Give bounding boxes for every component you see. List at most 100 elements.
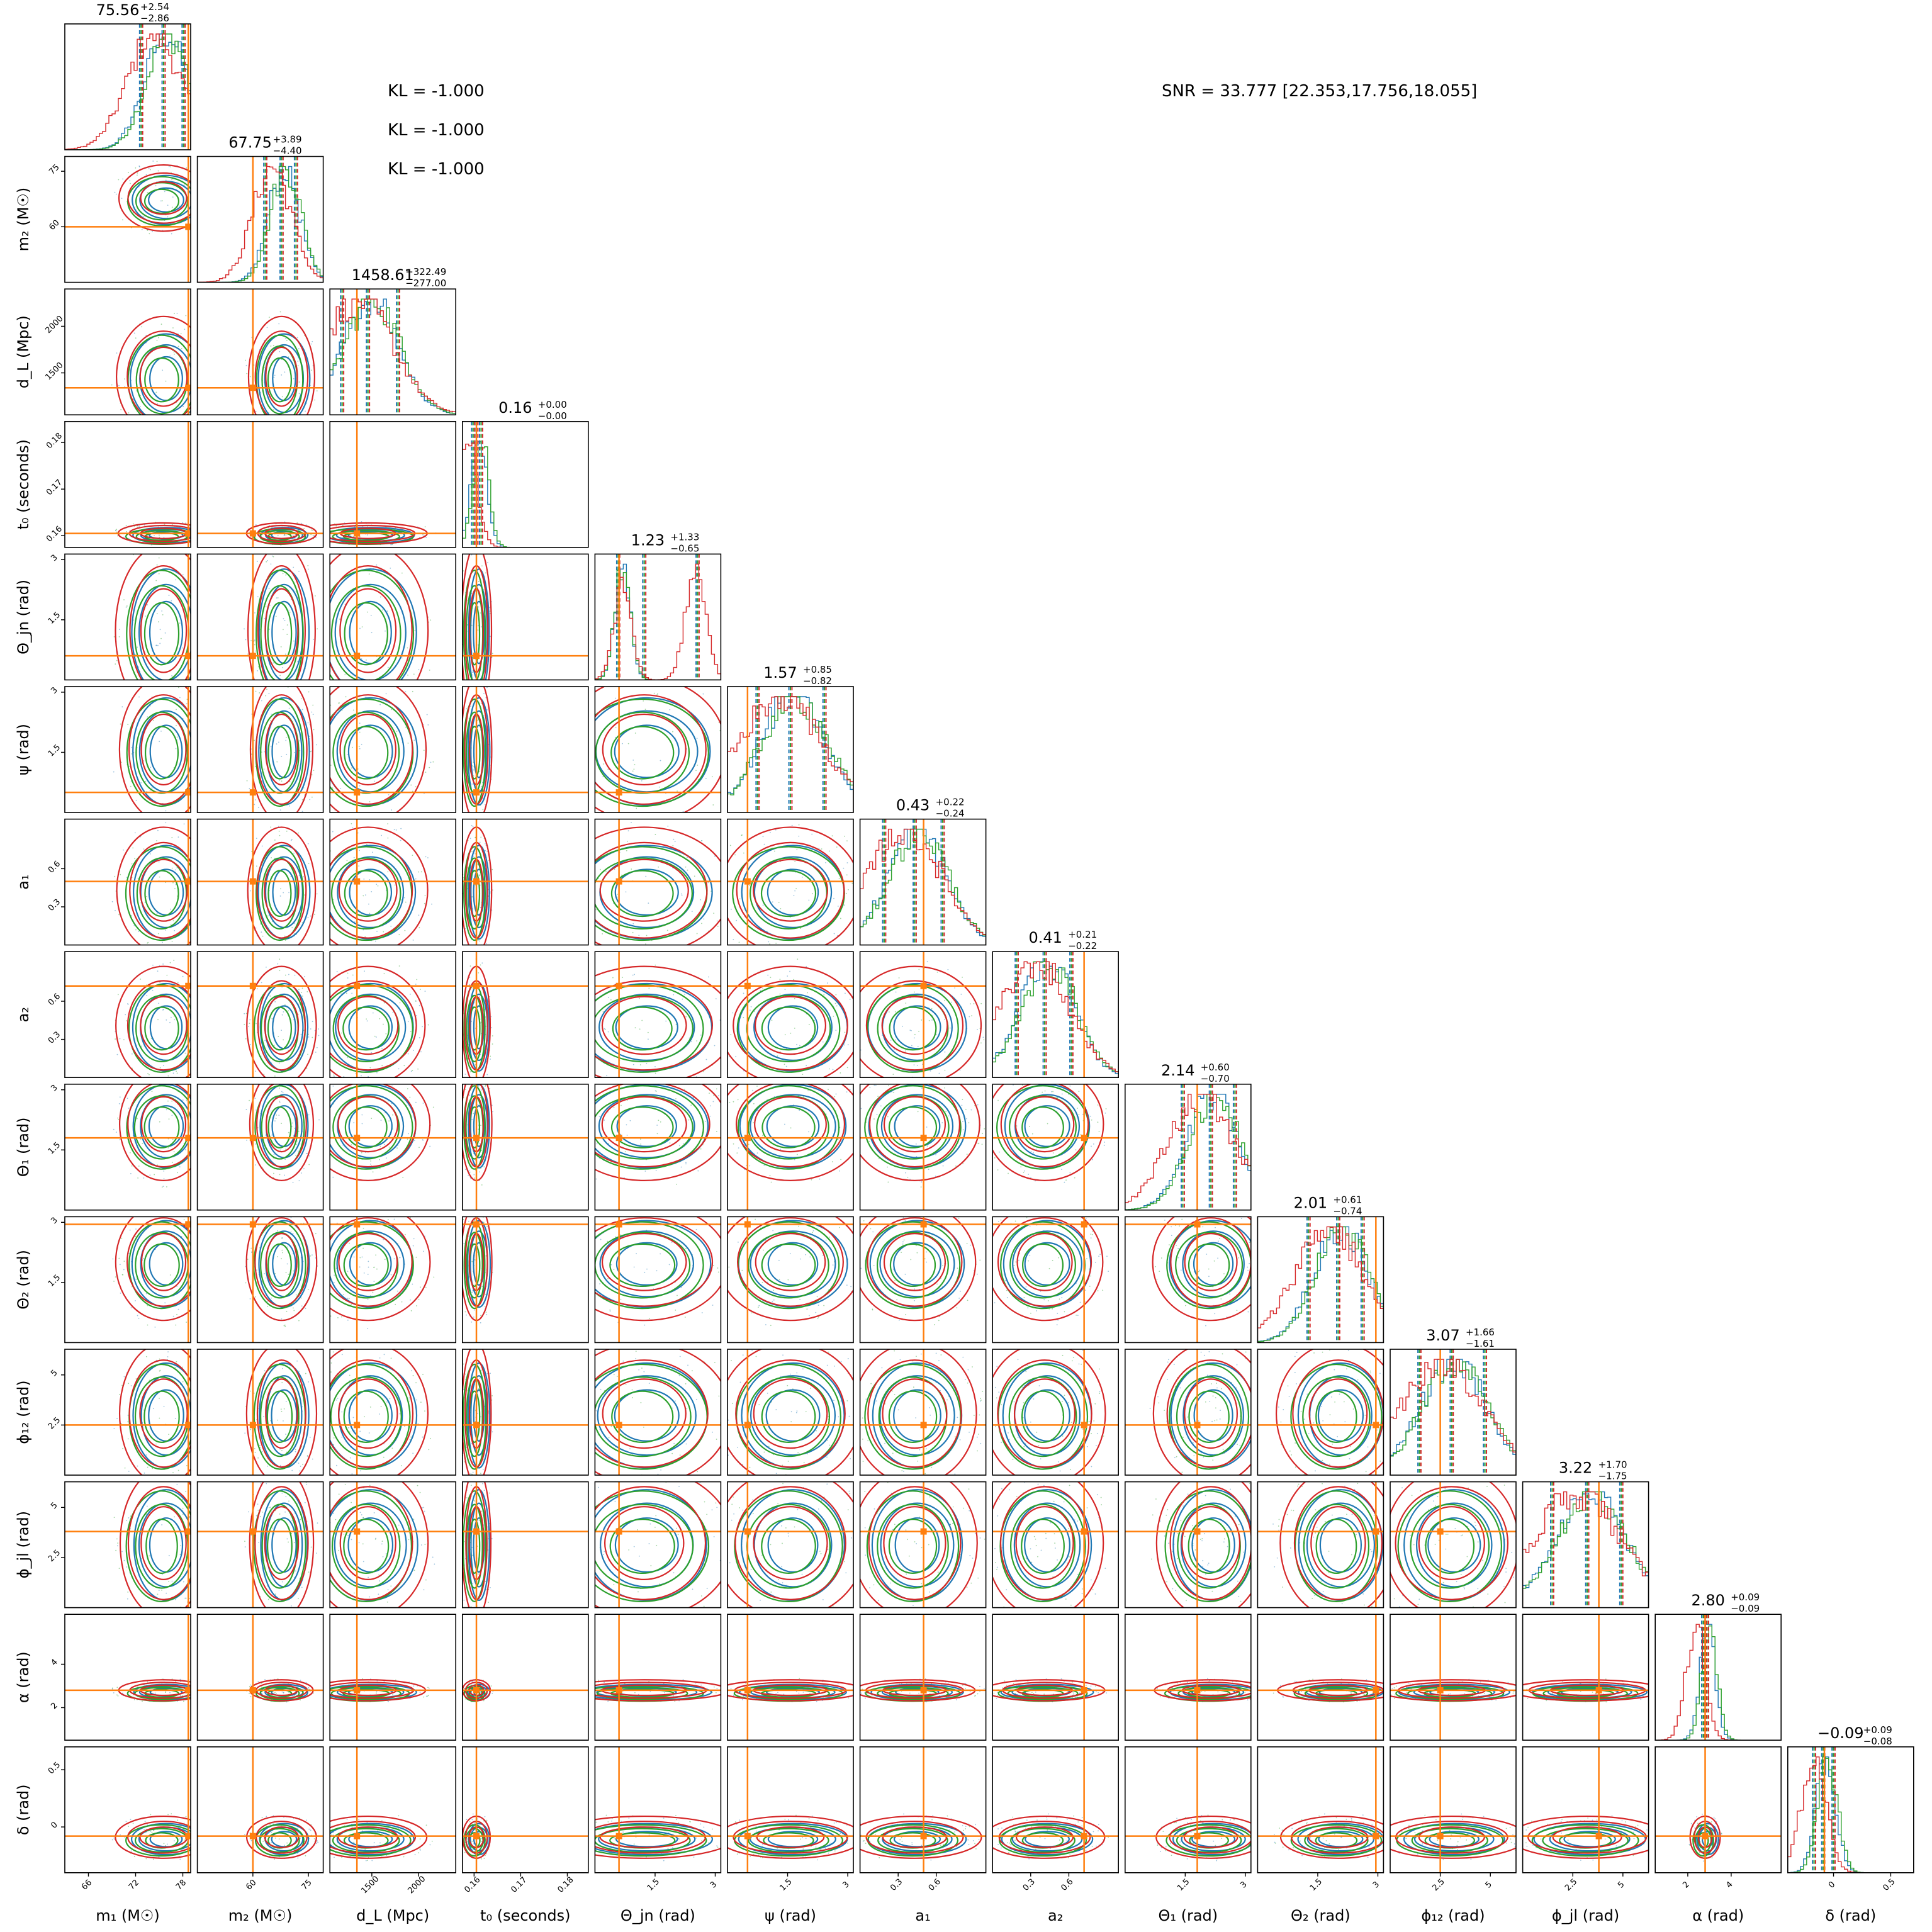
contour-series-1-level-2 <box>750 1230 836 1298</box>
sample-point <box>352 827 354 829</box>
sample-point <box>135 929 137 931</box>
sample-point <box>161 200 163 201</box>
sample-point <box>1027 1307 1029 1309</box>
sample-point <box>181 347 183 349</box>
sample-point <box>283 1325 285 1327</box>
sample-point <box>400 828 402 829</box>
sample-point <box>402 1177 404 1178</box>
sample-point <box>609 1309 611 1311</box>
sample-point <box>739 898 741 900</box>
sample-point <box>808 1024 810 1025</box>
sample-point <box>682 998 683 1000</box>
sample-point <box>480 1322 481 1323</box>
sample-point <box>1236 1310 1238 1311</box>
sample-point <box>390 567 391 569</box>
sample-point <box>343 1076 345 1077</box>
sample-point <box>305 1308 306 1310</box>
contour-series-2-level-1 <box>144 870 179 918</box>
sample-point <box>115 531 117 533</box>
sample-point <box>407 674 408 676</box>
sample-point <box>157 970 159 972</box>
sample-point <box>966 1154 968 1155</box>
sample-point <box>276 761 278 763</box>
sample-point <box>634 764 636 765</box>
sample-point <box>167 1100 169 1102</box>
panel-frame <box>594 686 722 813</box>
sample-point <box>361 626 363 628</box>
contour-series-3-level-1 <box>337 1096 399 1153</box>
panel-frame <box>329 686 457 813</box>
sample-point <box>489 1087 490 1089</box>
sample-point <box>831 835 833 837</box>
sample-point <box>481 1150 483 1152</box>
sample-point <box>962 976 963 978</box>
sample-point <box>366 659 367 661</box>
sample-point <box>702 1070 704 1072</box>
sample-point <box>771 1019 773 1021</box>
sample-point <box>376 564 378 566</box>
sample-point <box>272 662 274 664</box>
sample-point <box>142 1257 144 1259</box>
contour-series-3-level-2 <box>330 1217 413 1307</box>
sample-point <box>123 849 124 851</box>
sample-point <box>126 605 128 607</box>
sample-point <box>977 1104 979 1106</box>
contour-series-3-level-3 <box>860 1216 977 1322</box>
histogram-series-3 <box>197 166 323 283</box>
contour-series-3-level-1 <box>601 1096 687 1153</box>
sample-point <box>308 862 310 864</box>
sample-point <box>942 1165 944 1167</box>
sample-point <box>161 610 163 612</box>
contour-series-1-level-1 <box>615 1242 678 1286</box>
sample-point <box>361 1256 363 1258</box>
sample-point <box>1090 1237 1092 1239</box>
truth-marker <box>185 878 191 885</box>
sample-point <box>288 356 289 358</box>
sample-point <box>829 1237 830 1238</box>
sample-point <box>126 531 128 532</box>
contour-series-2-level-2 <box>748 1095 829 1160</box>
title-plus: +0.60 <box>1201 1062 1230 1073</box>
sample-point <box>1223 1273 1225 1274</box>
sample-point <box>296 337 298 339</box>
sample-point <box>279 1087 280 1089</box>
truth-marker <box>185 530 191 537</box>
sample-point <box>683 1089 685 1091</box>
sample-point <box>837 906 839 907</box>
sample-point <box>155 644 157 646</box>
sample-point <box>169 1274 171 1276</box>
sample-point <box>811 1179 812 1181</box>
sample-point <box>310 534 312 536</box>
sample-point <box>142 1143 143 1145</box>
sample-point <box>165 810 167 812</box>
sample-point <box>122 219 123 221</box>
sample-point <box>376 884 378 885</box>
sample-point <box>171 836 173 838</box>
sample-point <box>794 890 796 892</box>
sample-point <box>473 855 475 857</box>
sample-point <box>345 992 347 994</box>
truth-marker <box>615 789 622 796</box>
sample-point <box>427 724 429 726</box>
sample-point <box>916 1156 918 1157</box>
contour-series-1-level-3 <box>869 1220 965 1308</box>
sample-point <box>481 782 483 783</box>
contour-series-3-level-1 <box>140 713 187 786</box>
sample-point <box>119 629 120 630</box>
sample-point <box>712 804 714 806</box>
sample-point <box>1105 1108 1107 1109</box>
sample-point <box>669 1142 671 1144</box>
sample-point <box>333 1281 335 1283</box>
title-plus: +322.49 <box>405 266 446 278</box>
sample-point <box>277 535 279 537</box>
sample-point <box>954 987 956 989</box>
panel-2-1 <box>196 288 324 416</box>
panel-frame <box>196 1084 324 1211</box>
sample-point <box>872 1309 873 1311</box>
sample-point <box>297 361 299 362</box>
sample-point <box>957 1267 958 1269</box>
sample-point <box>665 1020 667 1022</box>
sample-point <box>477 863 479 865</box>
sample-point <box>245 364 247 366</box>
sample-point <box>115 663 116 665</box>
